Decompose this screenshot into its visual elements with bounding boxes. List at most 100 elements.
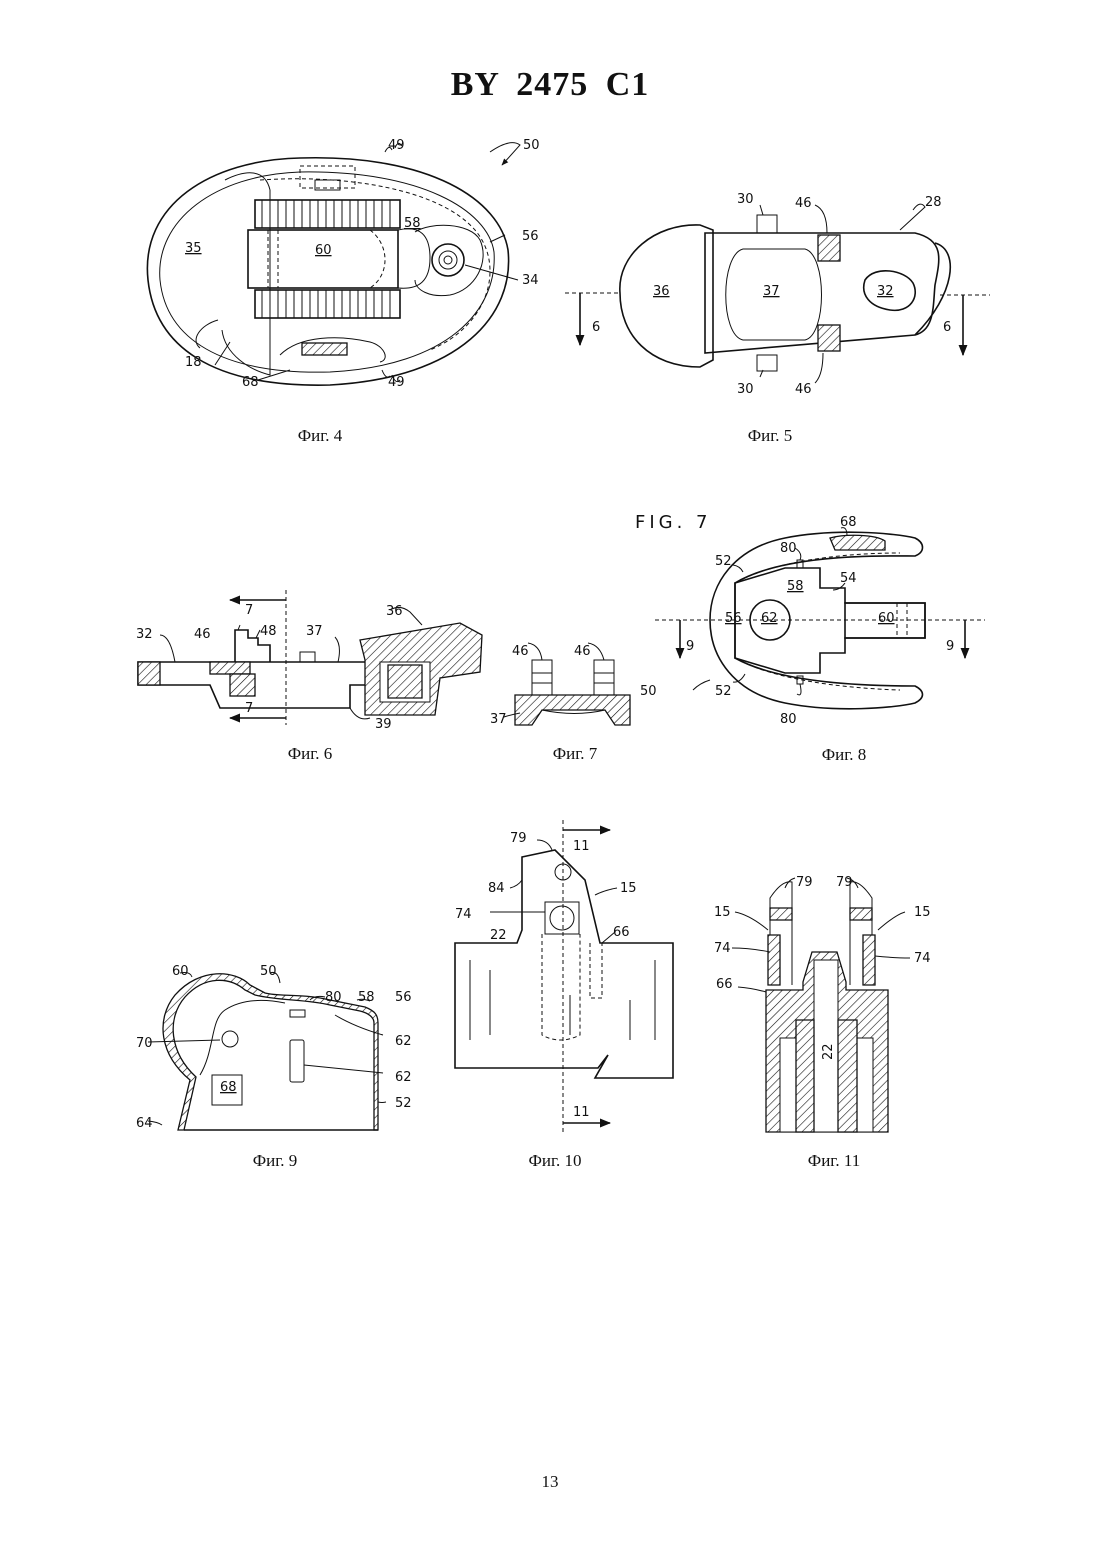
label-22: 22 bbox=[821, 1043, 836, 1060]
label-7-bottom: 7 bbox=[245, 701, 253, 716]
label-80-bottom: 80 bbox=[780, 712, 797, 727]
page-number: 13 bbox=[542, 1472, 559, 1492]
label-68: 68 bbox=[840, 515, 857, 530]
label-54: 54 bbox=[840, 571, 857, 586]
figure-5-drawing: 30 46 28 36 37 32 6 6 30 46 bbox=[565, 185, 995, 415]
label-60: 60 bbox=[172, 964, 189, 979]
lower-gear-rack bbox=[255, 290, 400, 318]
caption-fig-10: Фиг. 10 bbox=[528, 1151, 581, 1171]
part-68 bbox=[830, 535, 885, 550]
label-36: 36 bbox=[653, 284, 670, 299]
label-74: 74 bbox=[455, 907, 472, 922]
upper-gear-rack bbox=[255, 200, 400, 228]
label-52-bottom: 52 bbox=[715, 684, 732, 699]
figure-8-drawing: FIG. 7 68 80 52 58 54 56 62 60 9 9 50 52… bbox=[635, 508, 995, 778]
label-60: 60 bbox=[315, 243, 332, 258]
label-68: 68 bbox=[220, 1080, 237, 1095]
label-49-top: 49 bbox=[388, 138, 405, 153]
body-37-section bbox=[515, 695, 630, 725]
label-37: 37 bbox=[490, 712, 507, 727]
figure-11-drawing: 79 79 15 15 74 74 66 22 bbox=[700, 860, 970, 1175]
label-36: 36 bbox=[386, 604, 403, 619]
label-6-left: 6 bbox=[592, 320, 600, 335]
label-50: 50 bbox=[260, 964, 277, 979]
label-15: 15 bbox=[620, 881, 637, 896]
label-37: 37 bbox=[763, 284, 780, 299]
label-79: 79 bbox=[510, 831, 527, 846]
label-9-left: 9 bbox=[686, 639, 694, 654]
label-80: 80 bbox=[325, 990, 342, 1005]
pin-70 bbox=[222, 1031, 238, 1047]
figure-7: 46 46 37 Фиг. 7 bbox=[490, 635, 650, 775]
clip-46-top bbox=[818, 235, 840, 261]
label-11-top: 11 bbox=[573, 839, 590, 854]
label-56: 56 bbox=[522, 229, 539, 244]
label-9-right: 9 bbox=[946, 639, 954, 654]
caption-fig-8: Фиг. 8 bbox=[822, 745, 867, 765]
label-64: 64 bbox=[136, 1116, 153, 1131]
label-70: 70 bbox=[136, 1036, 153, 1051]
label-62: 62 bbox=[761, 611, 778, 626]
label-46: 46 bbox=[194, 627, 211, 642]
figure-8: FIG. 7 68 80 52 58 54 56 62 60 9 9 50 52… bbox=[635, 508, 995, 778]
label-7-top: 7 bbox=[245, 603, 253, 618]
label-56: 56 bbox=[395, 990, 412, 1005]
label-80-top: 80 bbox=[780, 541, 797, 556]
label-79-right: 79 bbox=[836, 875, 853, 890]
document-title: BY 2475 C1 bbox=[0, 66, 1100, 104]
label-74-left: 74 bbox=[714, 941, 731, 956]
label-18: 18 bbox=[185, 355, 202, 370]
label-58: 58 bbox=[404, 216, 421, 231]
label-6-right: 6 bbox=[943, 320, 951, 335]
label-30-bottom: 30 bbox=[737, 382, 754, 397]
label-46-left: 46 bbox=[512, 644, 529, 659]
label-39: 39 bbox=[375, 717, 392, 732]
clip-46-bottom bbox=[818, 325, 840, 351]
label-49-bottom: 49 bbox=[388, 375, 405, 390]
label-62-top: 62 bbox=[395, 1034, 412, 1049]
label-58: 58 bbox=[787, 579, 804, 594]
label-34: 34 bbox=[522, 273, 539, 288]
label-15-left: 15 bbox=[714, 905, 731, 920]
label-68: 68 bbox=[242, 375, 259, 390]
fig-7-header: FIG. 7 bbox=[635, 512, 712, 533]
label-66: 66 bbox=[716, 977, 733, 992]
label-46-bottom: 46 bbox=[795, 382, 812, 397]
label-46-right: 46 bbox=[574, 644, 591, 659]
label-56: 56 bbox=[725, 611, 742, 626]
caption-fig-7: Фиг. 7 bbox=[553, 744, 598, 764]
label-28: 28 bbox=[925, 195, 942, 210]
part-68 bbox=[302, 343, 347, 355]
caption-fig-5: Фиг. 5 bbox=[748, 426, 793, 446]
housing-section bbox=[163, 974, 378, 1130]
label-79-left: 79 bbox=[796, 875, 813, 890]
figure-4-drawing: 50 49 58 35 60 56 34 18 68 49 bbox=[130, 130, 550, 410]
figure-9: 60 50 80 58 56 70 62 68 62 64 52 Фиг. 9 bbox=[130, 955, 430, 1175]
label-37: 37 bbox=[306, 624, 323, 639]
label-48: 48 bbox=[260, 624, 277, 639]
label-32: 32 bbox=[877, 284, 894, 299]
label-11-bottom: 11 bbox=[573, 1105, 590, 1120]
caption-fig-4: Фиг. 4 bbox=[298, 426, 343, 446]
caption-fig-9: Фиг. 9 bbox=[253, 1151, 298, 1171]
label-35: 35 bbox=[185, 241, 202, 256]
label-62-bottom: 62 bbox=[395, 1070, 412, 1085]
label-60: 60 bbox=[878, 611, 895, 626]
label-52: 52 bbox=[395, 1096, 412, 1111]
part-32-section bbox=[138, 662, 160, 685]
label-15-right: 15 bbox=[914, 905, 931, 920]
slot-62 bbox=[290, 1040, 304, 1082]
post-34 bbox=[432, 244, 464, 276]
clip-46-left bbox=[532, 660, 552, 698]
figure-10-drawing: 79 11 84 15 74 22 66 11 bbox=[430, 820, 700, 1175]
figure-5: 30 46 28 36 37 32 6 6 30 46 Фиг. 5 bbox=[565, 185, 995, 415]
label-22: 22 bbox=[490, 928, 507, 943]
label-66: 66 bbox=[613, 925, 630, 940]
label-46-top: 46 bbox=[795, 196, 812, 211]
figure-11: 79 79 15 15 74 74 66 22 Фиг. 11 bbox=[700, 860, 970, 1175]
figure-6: 7 36 32 46 48 37 7 39 Фиг. 6 bbox=[130, 590, 490, 770]
label-58: 58 bbox=[358, 990, 375, 1005]
clip-46-right bbox=[594, 660, 614, 698]
label-50: 50 bbox=[523, 138, 540, 153]
label-84: 84 bbox=[488, 881, 505, 896]
